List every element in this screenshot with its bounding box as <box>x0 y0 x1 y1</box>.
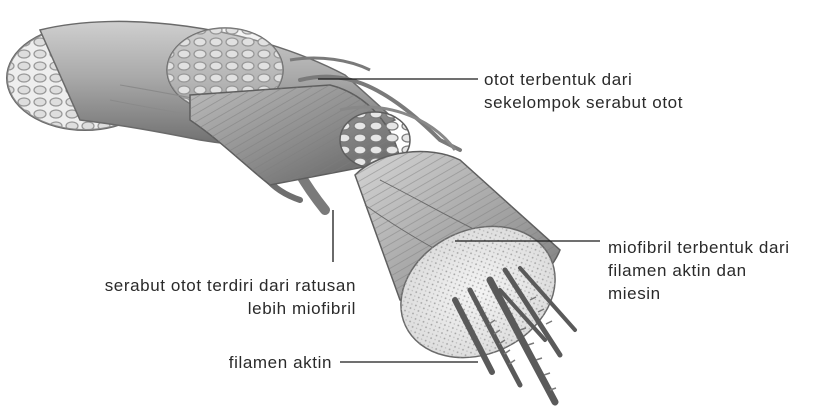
label-myofibril-line-1: miofibril terbentuk dari <box>608 236 790 259</box>
label-myofibril: miofibril terbentuk dari filamen aktin d… <box>608 236 790 305</box>
myofibril-drawing <box>355 152 577 382</box>
label-muscle-line-2: sekelompok serabut otot <box>484 91 683 114</box>
label-actin-filament: filamen aktin <box>229 351 332 374</box>
label-muscle-line-1: otot terbentuk dari <box>484 68 683 91</box>
label-actin-line-1: filamen aktin <box>229 351 332 374</box>
label-muscle-fiber: serabut otot terdiri dari ratusan lebih … <box>105 274 356 320</box>
label-fiber-line-1: serabut otot terdiri dari ratusan <box>105 274 356 297</box>
label-muscle: otot terbentuk dari sekelompok serabut o… <box>484 68 683 114</box>
label-myofibril-line-2: filamen aktin dan <box>608 259 790 282</box>
label-fiber-line-2: lebih miofibril <box>105 297 356 320</box>
label-myofibril-line-3: miesin <box>608 282 790 305</box>
